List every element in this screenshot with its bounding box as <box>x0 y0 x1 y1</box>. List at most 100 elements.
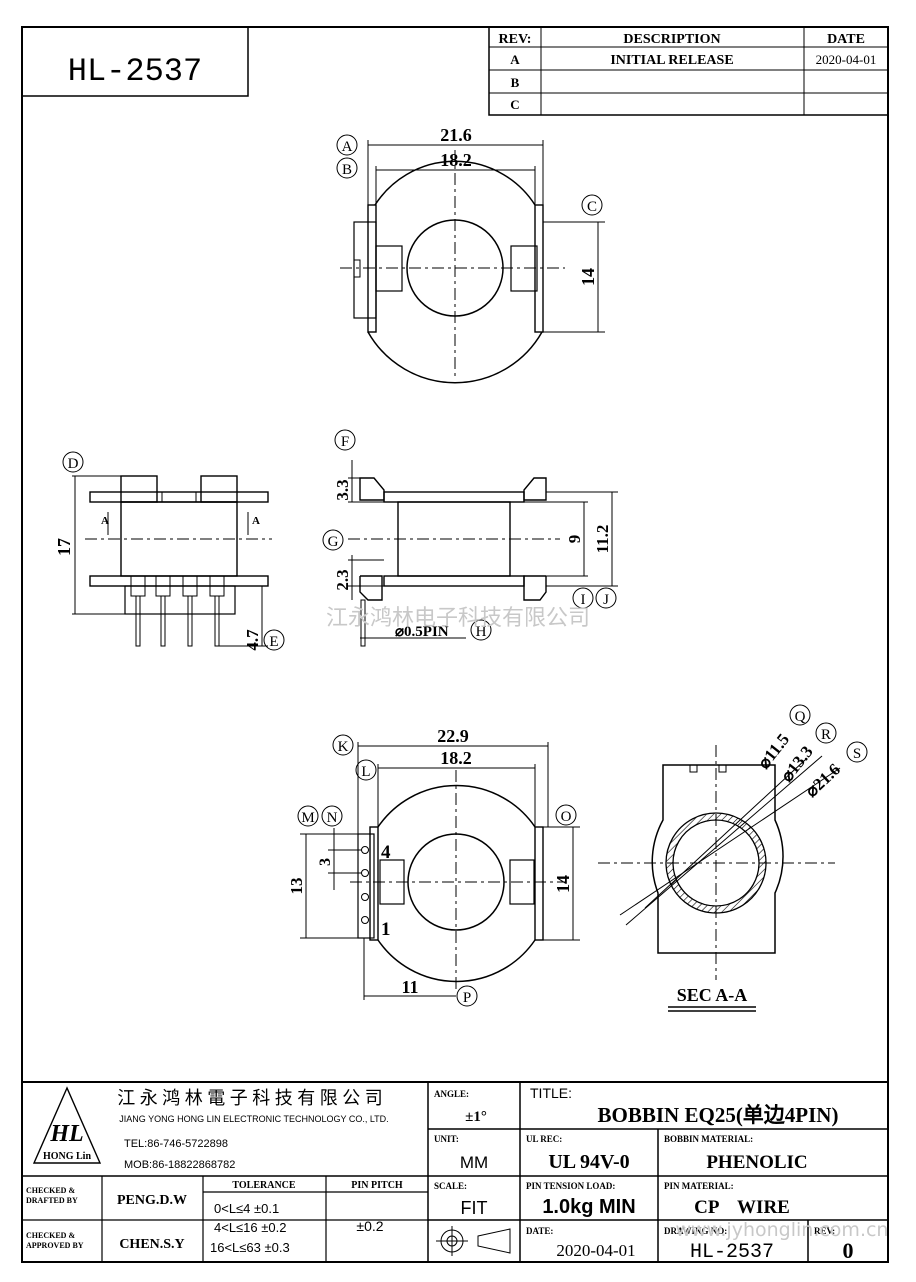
top-dim-overall: 21.6 <box>440 125 472 145</box>
company-mob: MOB:86-18822868782 <box>124 1159 235 1171</box>
pin-pitch-value: ±0.2 <box>356 1218 383 1234</box>
pin-1-label: 1 <box>381 919 391 940</box>
scale-value: FIT <box>461 1198 488 1218</box>
top-view: 21.6 18.2 14 A B C <box>336 125 605 384</box>
ul-label: UL REC: <box>526 1134 562 1144</box>
section-view: ⌀11.5 ⌀13.3 ⌀21.6 Q R S SEC A-A <box>598 704 868 1012</box>
pin-tension-value: 1.0kg MIN <box>542 1196 635 1218</box>
unit-value: MM <box>460 1153 488 1172</box>
pin-pitch-label: PIN PITCH <box>351 1180 403 1191</box>
front-view: A A 17 4.7 D E <box>54 451 285 651</box>
date-header: DATE <box>827 32 865 47</box>
scale-label: SCALE: <box>434 1181 467 1191</box>
rev-value: 0 <box>843 1238 854 1263</box>
title-value: BOBBIN EQ25(单边4PIN) <box>598 1103 839 1127</box>
pin-tension-label: PIN TENSION LOAD: <box>526 1181 615 1191</box>
unit-label: UNIT: <box>434 1134 459 1144</box>
callout-o: O <box>561 809 572 825</box>
top-dim-inner: 18.2 <box>440 150 472 170</box>
side-pin-label: ⌀0.5PIN <box>395 624 449 640</box>
bobbin-material-value: PHENOLIC <box>706 1152 807 1173</box>
bottom-dim-pitch: 3 <box>317 858 334 866</box>
drawing-no-label: DRAWING NO: <box>664 1226 727 1236</box>
callout-p: P <box>463 990 471 1006</box>
sheet-border <box>21 26 889 1263</box>
angle-label: ANGLE: <box>434 1089 469 1099</box>
section-label: SEC A-A <box>677 985 748 1005</box>
company-logo: HL HONG Lin <box>32 1086 102 1164</box>
drawing-no-value: HL-2537 <box>690 1241 774 1264</box>
bottom-dim-offset: 11 <box>401 977 418 997</box>
revision-table: REV: DESCRIPTION DATE A INITIAL RELEASE … <box>488 26 889 116</box>
rev-label: REV: <box>814 1226 835 1236</box>
company-name-en: JIANG YONG HONG LIN ELECTRONIC TECHNOLOG… <box>119 1114 388 1124</box>
bobbin-material-label: BOBBIN MATERIAL: <box>664 1134 753 1144</box>
company-name-cn: 江 永 鸿 林 電 子 科 技 有 限 公 司 <box>117 1088 383 1108</box>
callout-h: H <box>476 624 487 640</box>
rev-header: REV: <box>499 32 532 47</box>
part-number: HL-2537 <box>68 53 202 90</box>
rev-row-a: A <box>510 52 520 67</box>
date-value: 2020-04-01 <box>556 1241 635 1260</box>
checked-value: PENG.D.W <box>117 1193 187 1208</box>
checked-label: CHECKED & <box>26 1186 75 1195</box>
bottom-dim-overall: 22.9 <box>437 726 469 746</box>
pin-4-label: 4 <box>381 842 391 863</box>
rev-row-a-description: INITIAL RELEASE <box>610 53 733 68</box>
side-dim-outer: 11.2 <box>593 525 612 554</box>
side-dim-inner: 9 <box>565 535 584 544</box>
part-number-box: HL-2537 <box>21 26 249 97</box>
side-view: 3.3 2.3 9 11.2 ⌀0.5PIN F G H I J <box>322 429 618 647</box>
company-tel: TEL:86-746-5722898 <box>124 1138 228 1150</box>
section-mark-left: A <box>101 515 109 527</box>
approved-label-2: APPROVED BY <box>26 1241 84 1250</box>
callout-j: J <box>603 592 609 608</box>
front-dim-pin: 4.7 <box>243 629 262 651</box>
side-dim-top: 3.3 <box>333 479 352 500</box>
title-block: HL HONG Lin 江 永 鸿 林 電 子 科 技 有 限 公 司 JIAN… <box>22 1081 889 1264</box>
top-dim-height: 14 <box>578 268 598 286</box>
watermark-url: www.jyhonglin.com.cn <box>676 1219 889 1241</box>
rev-row-a-date: 2020-04-01 <box>816 52 877 67</box>
callout-m: M <box>301 810 314 826</box>
section-mark-right: A <box>252 515 260 527</box>
bottom-dim-span: 13 <box>287 878 306 895</box>
tolerance-row-2: 4<L≤16 ±0.2 <box>214 1220 286 1235</box>
callout-k: K <box>338 739 349 755</box>
logo-caption: HONG Lin <box>43 1151 92 1162</box>
description-header: DESCRIPTION <box>623 32 720 47</box>
pin-material-value: CP WIRE <box>694 1197 790 1218</box>
ul-value: UL 94V-0 <box>548 1151 629 1173</box>
callout-g: G <box>328 534 339 550</box>
title-label: TITLE: <box>530 1085 572 1101</box>
callout-d: D <box>68 456 79 472</box>
callout-a: A <box>342 139 353 155</box>
tolerance-row-3: 16<L≤63 ±0.3 <box>210 1240 290 1255</box>
callout-s: S <box>853 746 861 762</box>
bottom-dim-height: 14 <box>553 875 573 893</box>
tolerance-row-1: 0<L≤4 ±0.1 <box>214 1201 279 1216</box>
checked-label-2: DRAFTED BY <box>26 1196 78 1205</box>
rev-row-c: C <box>510 97 519 112</box>
projection-symbol-icon <box>436 1226 511 1256</box>
approved-label: CHECKED & <box>26 1231 75 1240</box>
approved-value: CHEN.S.Y <box>119 1237 184 1252</box>
callout-i: I <box>581 592 586 608</box>
tolerance-label: TOLERANCE <box>232 1180 295 1191</box>
pin-material-label: PIN MATERIAL: <box>664 1181 734 1191</box>
callout-r: R <box>821 727 831 743</box>
angle-value: ±1° <box>465 1109 487 1125</box>
callout-l: L <box>361 764 370 780</box>
logo-letters: HL <box>49 1121 83 1147</box>
bottom-view: 4 1 22.9 18.2 3 13 14 11 K L M N <box>287 726 580 1007</box>
side-dim-bottom: 2.3 <box>333 569 352 590</box>
callout-e: E <box>269 634 278 650</box>
callout-c: C <box>587 199 597 215</box>
section-d3: ⌀21.6 <box>802 760 844 801</box>
rev-row-b: B <box>511 75 520 90</box>
callout-q: Q <box>795 709 806 725</box>
watermark: 江永鸿林电子科技有限公司 <box>326 606 590 631</box>
bottom-dim-inner: 18.2 <box>440 748 472 768</box>
callout-f: F <box>341 434 349 450</box>
